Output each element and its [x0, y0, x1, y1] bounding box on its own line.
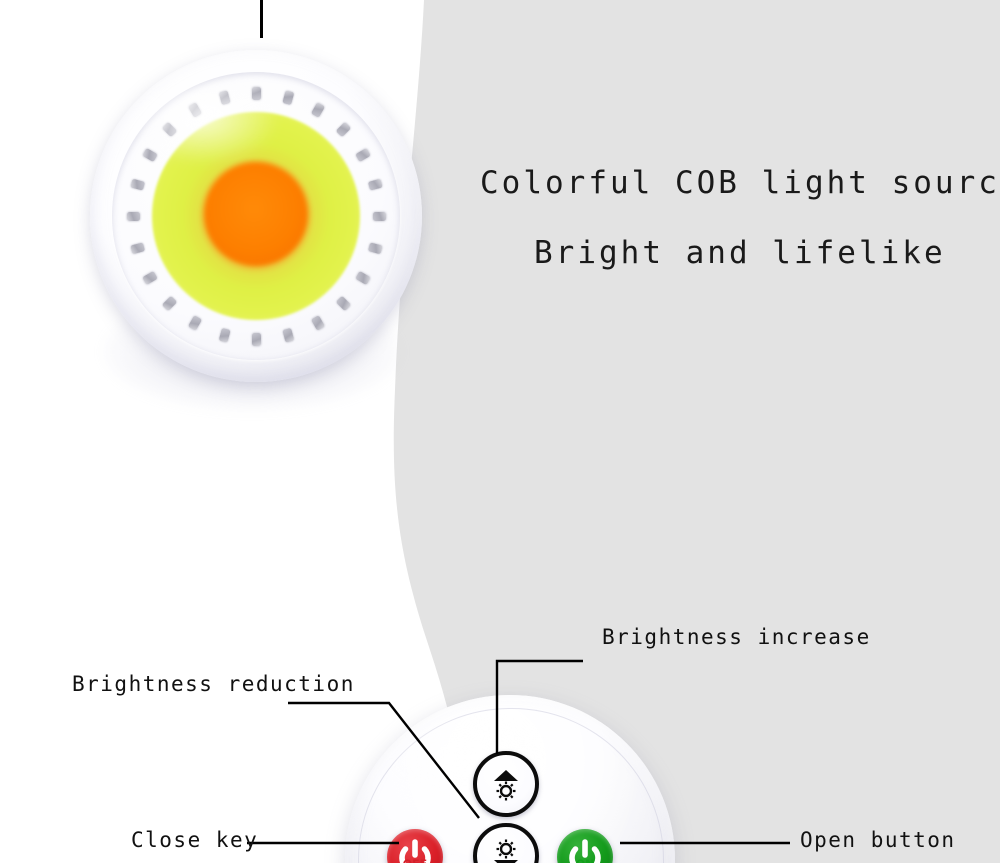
led-chip: [187, 314, 202, 331]
callout-open-button: Open button: [800, 828, 956, 852]
led-chip: [335, 121, 351, 137]
led-chip: [129, 241, 145, 254]
led-chip: [281, 89, 294, 105]
brightness-up-button[interactable]: [473, 751, 539, 817]
cob-core-glow: [204, 162, 308, 266]
led-chip: [141, 147, 158, 162]
led-chip: [281, 327, 294, 343]
cob-led-module: [82, 42, 430, 412]
led-chip: [251, 86, 261, 100]
led-chip: [310, 314, 325, 331]
led-chip: [161, 295, 177, 311]
led-chip: [161, 121, 177, 137]
power-icon: OFF: [392, 834, 438, 863]
led-chip: [141, 270, 158, 285]
power-on-button[interactable]: ON: [557, 829, 613, 863]
callout-close-key: Close key: [131, 828, 259, 852]
led-chip: [310, 101, 325, 118]
led-chip: [187, 101, 202, 118]
headline-line-2: Bright and lifelike: [534, 235, 946, 271]
led-chip: [251, 332, 261, 346]
headline-line-1: Colorful COB light source: [480, 165, 1000, 201]
led-chip: [372, 211, 386, 221]
led-chip: [367, 178, 383, 191]
power-off-button[interactable]: OFF: [387, 829, 443, 863]
led-chip: [354, 147, 371, 162]
top-leader-line: [260, 0, 263, 38]
led-chip: [126, 211, 140, 221]
callout-brightness-reduction: Brightness reduction: [72, 672, 355, 696]
led-chip: [354, 270, 371, 285]
led-chip: [335, 295, 351, 311]
brightness-down-icon: [485, 835, 527, 863]
led-chip: [129, 178, 145, 191]
led-chip: [218, 89, 231, 105]
led-chip: [367, 241, 383, 254]
remote-control: OFF ON: [345, 695, 675, 863]
power-on-label: ON: [576, 858, 595, 863]
power-off-label: OFF: [403, 858, 427, 863]
led-chip: [218, 327, 231, 343]
callout-brightness-increase: Brightness increase: [602, 625, 871, 649]
brightness-up-icon: [485, 763, 527, 805]
power-icon: ON: [562, 834, 608, 863]
